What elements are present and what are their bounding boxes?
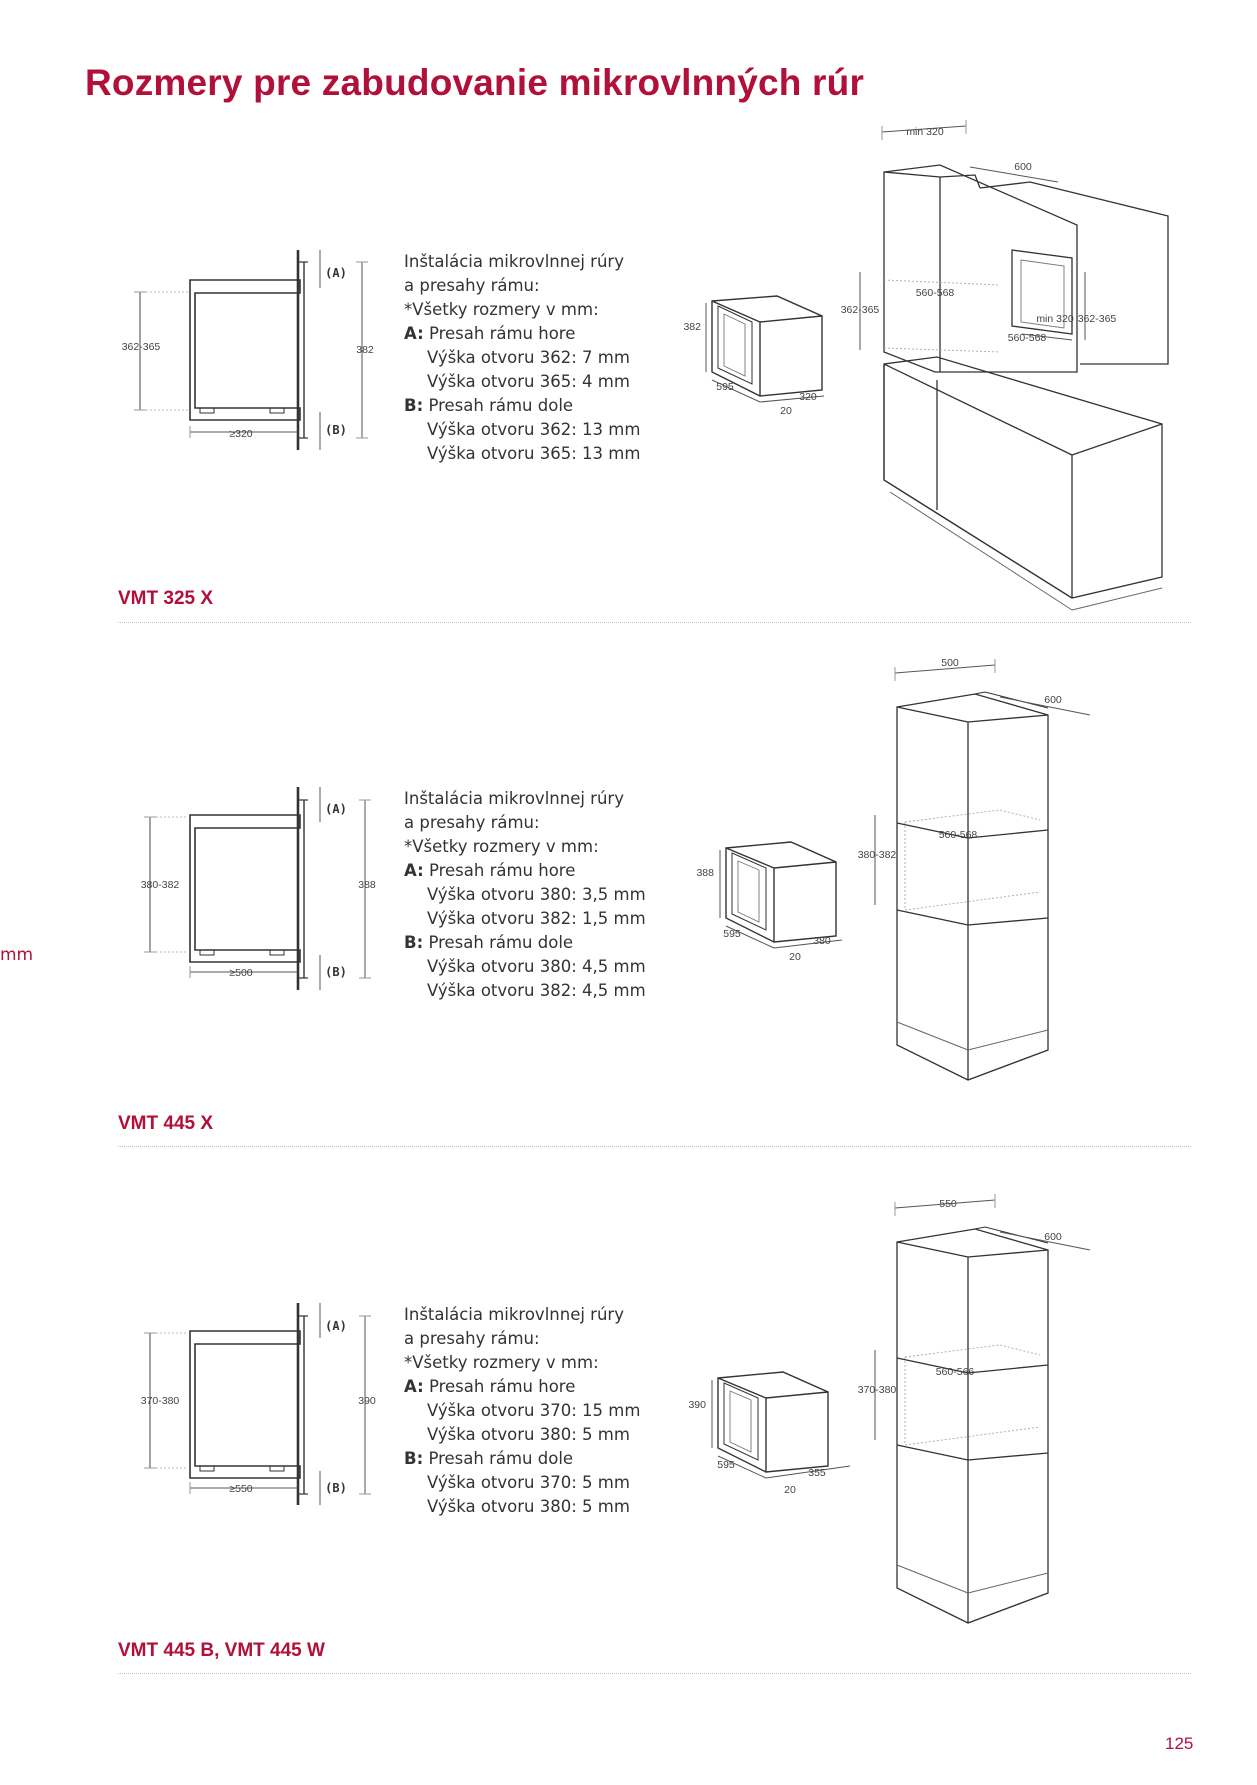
info-a-heading: A: Presah rámu hore — [404, 1377, 576, 1396]
info-line-1: Inštalácia mikrovlnnej rúry — [404, 252, 624, 271]
unit-height: 382 — [683, 321, 701, 333]
installation-info: Inštalácia mikrovlnnej rúry a presahy rá… — [404, 787, 646, 1003]
section-divider — [118, 1673, 1191, 1674]
side-depth-min: ≥500 — [229, 967, 252, 979]
unit-frame: 20 — [780, 405, 792, 417]
unit-frame: 20 — [789, 951, 801, 963]
info-a-1: Výška otvoru 362: 7 mm — [427, 348, 630, 367]
side-height-range: 362-365 — [122, 341, 161, 353]
cabinet-opening-width: 560-566 — [936, 1366, 975, 1378]
section-divider — [118, 622, 1191, 623]
unit-3d-diagram: 382 595 20 320 — [683, 295, 825, 417]
info-line-2: a presahy rámu: — [404, 813, 540, 832]
side-frame-height: 382 — [356, 344, 374, 356]
info-a-1: Výška otvoru 370: 15 mm — [427, 1401, 641, 1420]
cabinet-opening-height: 370-380 — [858, 1384, 897, 1396]
label-a: (A) — [325, 802, 347, 816]
info-b-2: Výška otvoru 380: 5 mm — [427, 1497, 630, 1516]
cabinet-opening-width: 560-568 — [916, 287, 955, 299]
info-a-heading: A: Presah rámu hore — [404, 324, 576, 343]
info-b-1: Výška otvoru 370: 5 mm — [427, 1473, 630, 1492]
cabinet-diagram: 500 600 380-382 560-568 — [858, 657, 1091, 1081]
cabinet-depth-min-2: min 320 — [1036, 313, 1074, 325]
label-a: (A) — [325, 1319, 347, 1333]
info-line-2: a presahy rámu: — [404, 276, 540, 295]
cabinet-depth: 600 — [1014, 161, 1032, 173]
unit-depth: 380 — [813, 935, 831, 947]
section-vmt-445-x: 380-382 388 ≥500 (A) (B) 388 595 20 380 — [118, 657, 1191, 1147]
unit-3d-diagram: 390 595 20 355 — [688, 1371, 851, 1496]
label-b: (B) — [325, 1481, 347, 1495]
info-b-1: Výška otvoru 380: 4,5 mm — [427, 957, 646, 976]
side-view-diagram: 380-382 388 ≥500 (A) (B) — [141, 787, 376, 990]
unit-depth: 320 — [799, 391, 817, 403]
installation-info: Inštalácia mikrovlnnej rúry a presahy rá… — [404, 1303, 640, 1519]
cabinet-width: 550 — [939, 1198, 957, 1210]
unit-height: 390 — [688, 1399, 706, 1411]
info-line-1: Inštalácia mikrovlnnej rúry — [404, 1305, 624, 1324]
info-b-2: Výška otvoru 382: 4,5 mm — [427, 981, 646, 1000]
page-number: 125 — [1165, 1734, 1194, 1753]
diagrams-vmt-325-x: 362-365 382 ≥320 (A) (B) 382 595 20 320 — [122, 120, 1169, 611]
info-a-2: Výška otvoru 365: 4 mm — [427, 372, 630, 391]
info-b-2: Výška otvoru 365: 13 mm — [427, 444, 641, 463]
label-a: (A) — [325, 266, 347, 280]
model-name: VMT 445 B, VMT 445 W — [118, 1640, 325, 1661]
margin-fragment: mm — [0, 945, 34, 965]
info-line-2: a presahy rámu: — [404, 1329, 540, 1348]
cabinet-opening-width: 560-568 — [939, 829, 978, 841]
installation-info: Inštalácia mikrovlnnej rúry a presahy rá… — [404, 250, 640, 466]
section-divider — [118, 1146, 1191, 1147]
side-depth-min: ≥320 — [229, 428, 252, 440]
section-vmt-325-x: 362-365 382 ≥320 (A) (B) 382 595 20 320 — [0, 0, 1257, 640]
side-view-diagram: 362-365 382 ≥320 (A) (B) — [122, 250, 374, 450]
info-a-2: Výška otvoru 382: 1,5 mm — [427, 909, 646, 928]
diagrams-vmt-445-x: 380-382 388 ≥500 (A) (B) 388 595 20 380 — [141, 657, 1091, 1081]
side-frame-height: 388 — [358, 879, 376, 891]
side-view-diagram: 370-380 390 ≥550 (A) (B) — [141, 1303, 376, 1505]
cabinet-opening-height: 362-365 — [841, 304, 880, 316]
info-b-heading: B: Presah rámu dole — [404, 933, 574, 952]
cabinet-opening-height: 380-382 — [858, 849, 897, 861]
unit-width: 595 — [723, 928, 741, 940]
side-height-range: 370-380 — [141, 1395, 180, 1407]
unit-width: 595 — [717, 1459, 735, 1471]
unit-width: 595 — [716, 381, 734, 393]
cabinet-width-min: min 320 — [906, 126, 944, 138]
info-line-3: *Všetky rozmery v mm: — [404, 300, 599, 319]
info-b-1: Výška otvoru 362: 13 mm — [427, 420, 641, 439]
label-b: (B) — [325, 423, 347, 437]
unit-depth: 355 — [808, 1467, 826, 1479]
info-line-3: *Všetky rozmery v mm: — [404, 1353, 599, 1372]
label-b: (B) — [325, 965, 347, 979]
cabinet-opening-width-2: 560-568 — [1008, 332, 1047, 344]
cabinet-opening-height-2: 362-365 — [1078, 313, 1117, 325]
cabinet-diagram: min 320 600 362-365 560-568 min 320 362-… — [841, 120, 1169, 611]
diagrams-vmt-445-bw: 370-380 390 ≥550 (A) (B) 390 595 20 355 — [141, 1194, 1091, 1624]
page-title: Rozmery pre zabudovanie mikrovlnných rúr — [85, 62, 865, 103]
model-name: VMT 445 X — [118, 1113, 214, 1134]
info-a-heading: A: Presah rámu hore — [404, 861, 576, 880]
cabinet-depth: 600 — [1044, 694, 1062, 706]
unit-3d-diagram: 388 595 20 380 — [696, 841, 843, 963]
cabinet-diagram: 550 600 370-380 560-566 — [858, 1194, 1091, 1624]
info-a-2: Výška otvoru 380: 5 mm — [427, 1425, 630, 1444]
info-line-3: *Všetky rozmery v mm: — [404, 837, 599, 856]
unit-frame: 20 — [784, 1484, 796, 1496]
cabinet-depth: 600 — [1044, 1231, 1062, 1243]
side-frame-height: 390 — [358, 1395, 376, 1407]
model-name: VMT 325 X — [118, 588, 214, 609]
info-b-heading: B: Presah rámu dole — [404, 396, 574, 415]
unit-height: 388 — [696, 867, 714, 879]
section-vmt-445-bw: 370-380 390 ≥550 (A) (B) 390 595 20 355 — [118, 1194, 1191, 1674]
cabinet-width: 500 — [941, 657, 959, 669]
info-b-heading: B: Presah rámu dole — [404, 1449, 574, 1468]
side-depth-min: ≥550 — [229, 1483, 252, 1495]
info-a-1: Výška otvoru 380: 3,5 mm — [427, 885, 646, 904]
side-height-range: 380-382 — [141, 879, 180, 891]
info-line-1: Inštalácia mikrovlnnej rúry — [404, 789, 624, 808]
